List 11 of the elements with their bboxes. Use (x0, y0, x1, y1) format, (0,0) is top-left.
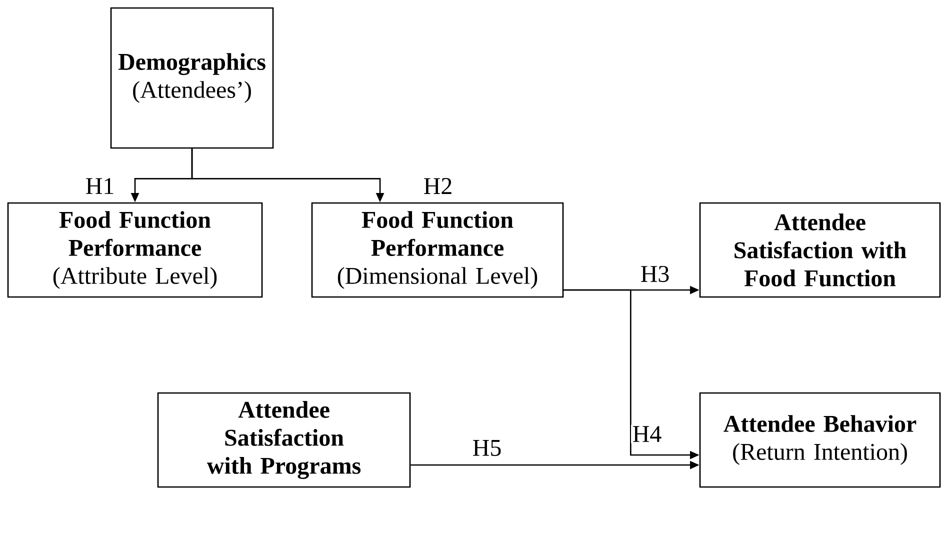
box: Attendee Behavior (Return Intention) (699, 392, 941, 488)
box: Attendee Satisfaction with Food Function (699, 202, 941, 298)
edge-label: H5 (471, 438, 503, 458)
box: Attendee Satisfaction with Programs (157, 392, 411, 488)
edge-label: H1 (84, 176, 116, 196)
edge-label: H3 (639, 264, 671, 284)
edge-label: H4 (631, 424, 663, 444)
edge-label: H2 (422, 176, 454, 196)
box: Food Function Performance (Attribute Level) (7, 202, 263, 298)
box: Food Function Performance (Dimensional Level) (311, 202, 564, 298)
box: Demographics (Attendees’) (110, 7, 274, 149)
